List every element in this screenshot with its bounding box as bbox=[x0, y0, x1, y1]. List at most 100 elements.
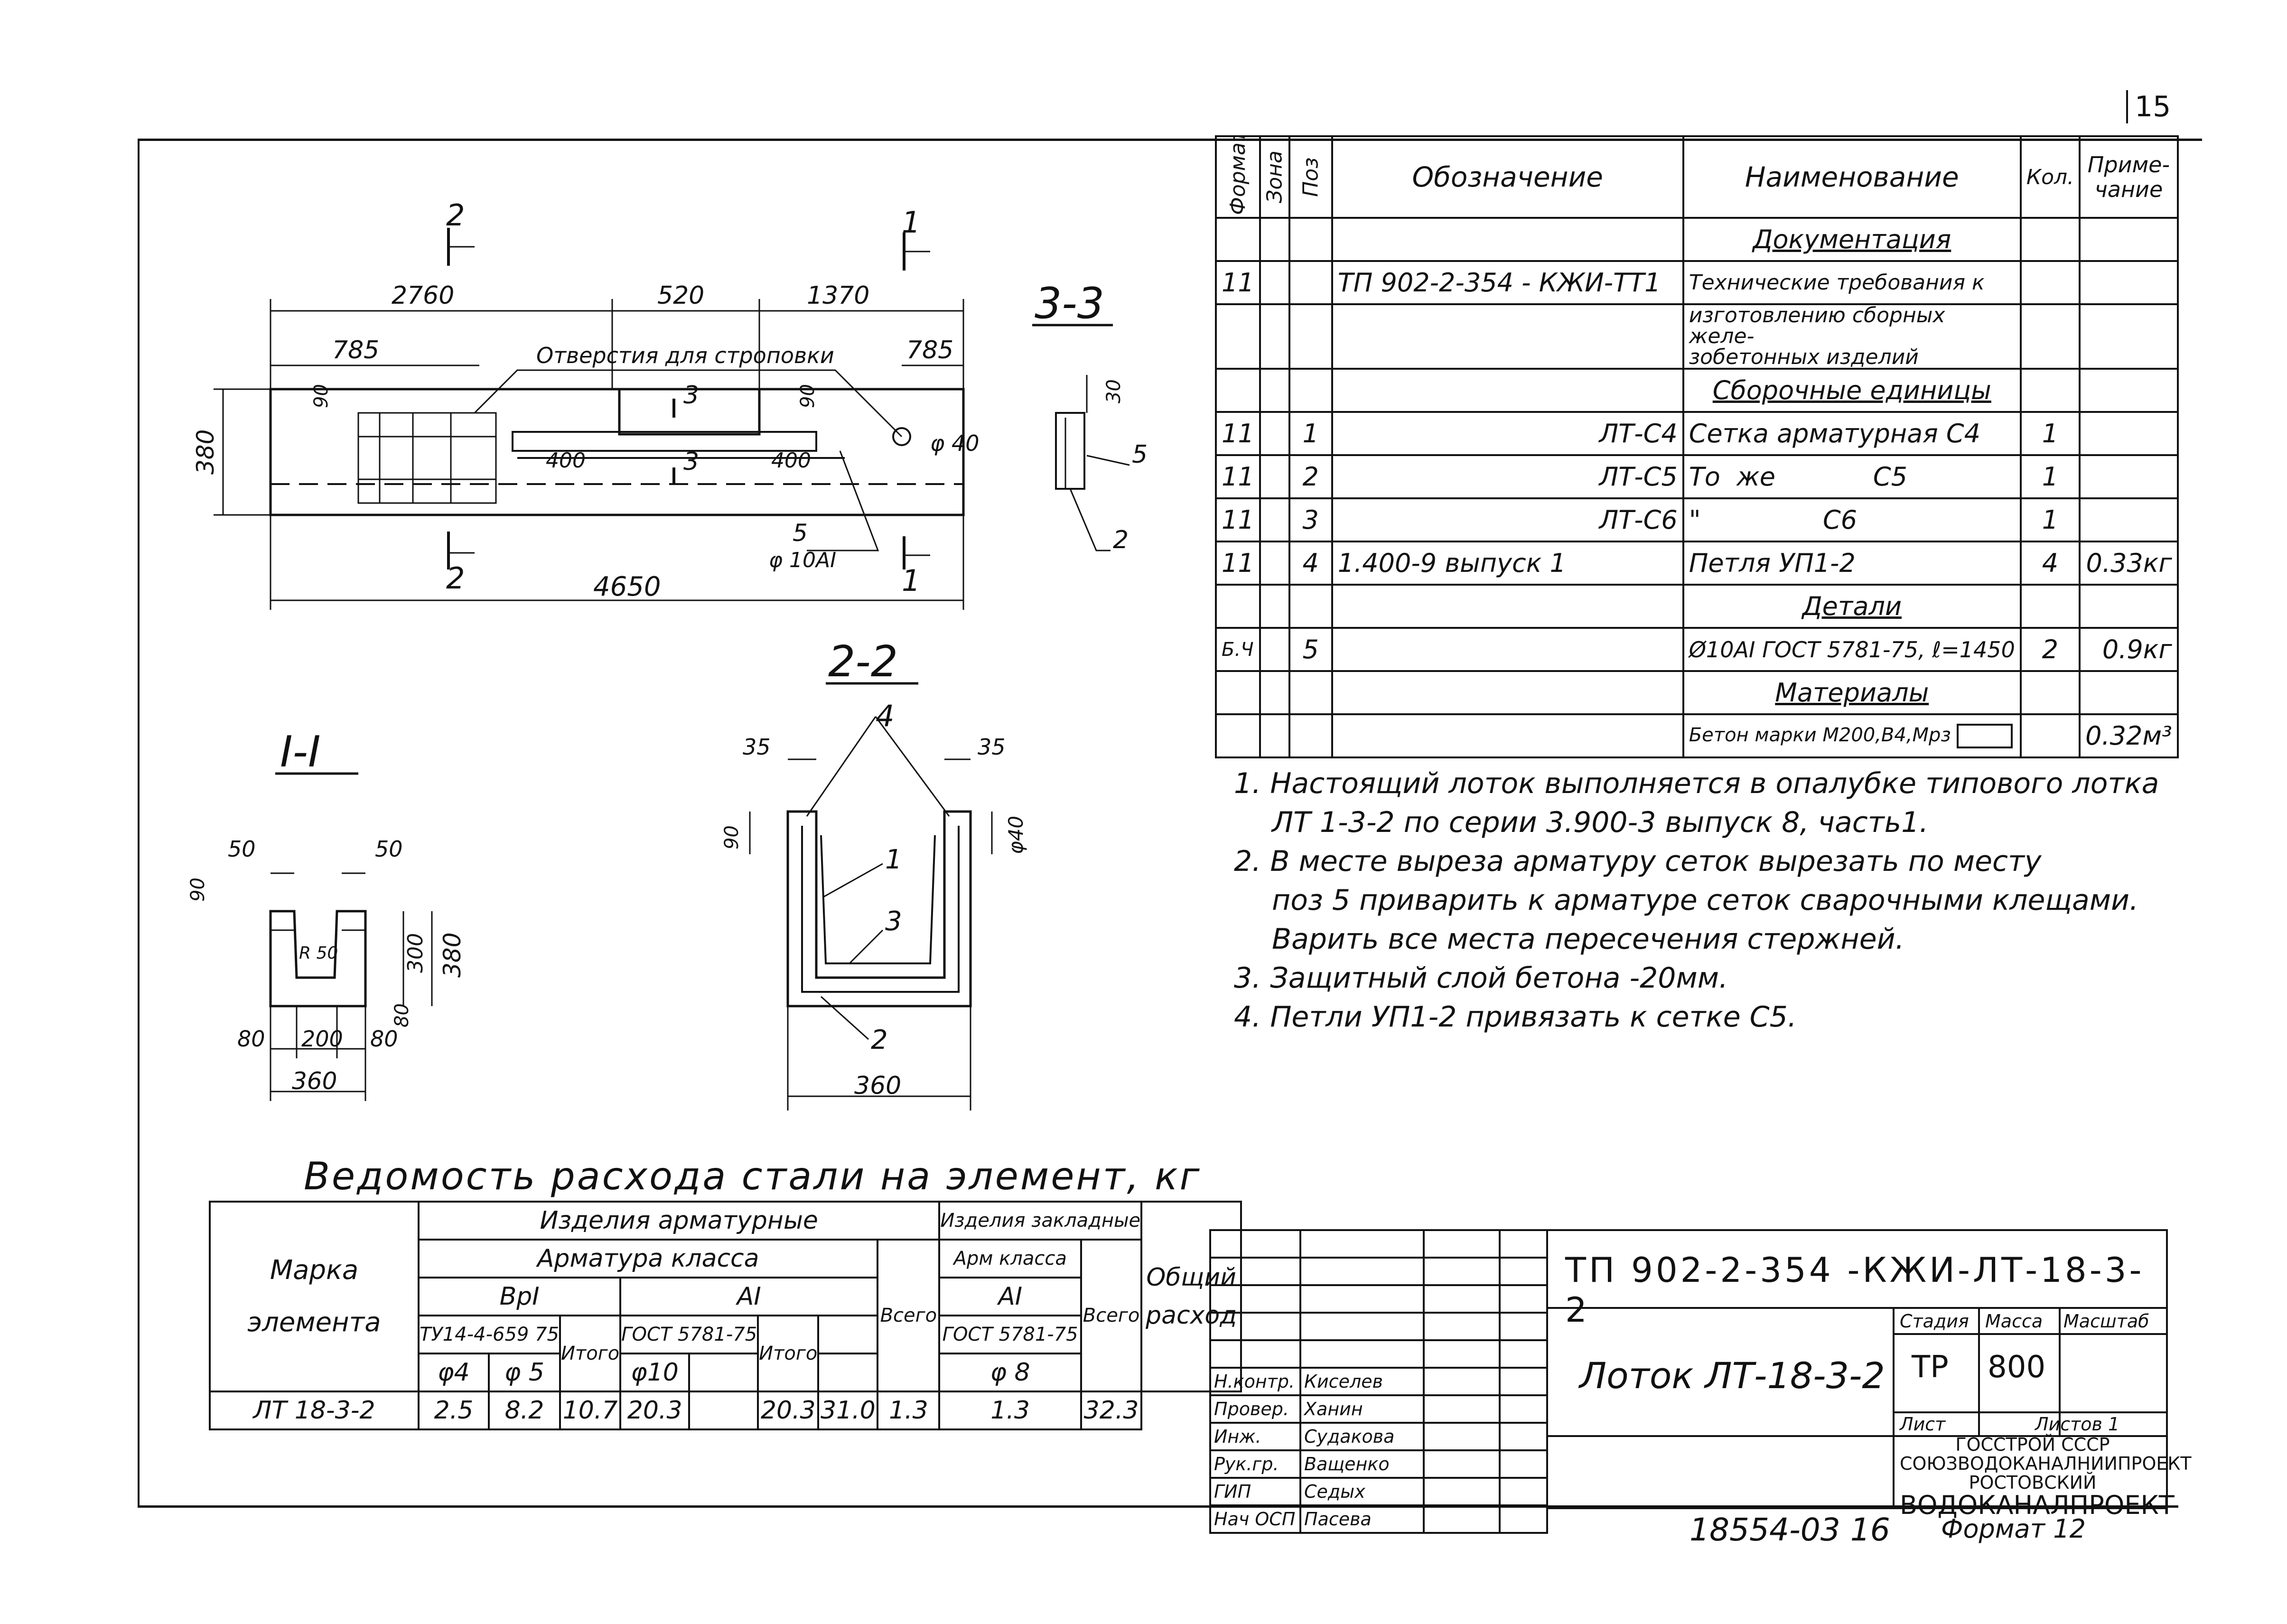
steel-table-title: Ведомость расхода стали на элемент, кг bbox=[304, 1154, 1202, 1198]
note-1-cont: ЛТ 1-3-2 по серии 3.900-3 выпуск 8, част… bbox=[1272, 806, 1929, 839]
section-1-1-title: I-I bbox=[280, 727, 321, 777]
section-materials: Материалы bbox=[1682, 670, 2022, 715]
header-designation: Обозначение bbox=[1331, 135, 1684, 219]
rebar-class: Арматура класса bbox=[417, 1239, 879, 1279]
gost-emb: ГОСТ 5781-75 bbox=[938, 1315, 1082, 1354]
class-bp1: ВрI bbox=[417, 1277, 622, 1316]
group-embedded: Изделия закладные bbox=[938, 1201, 1143, 1241]
pos-3: 3 bbox=[885, 906, 902, 937]
pos-4: 4 bbox=[876, 699, 894, 733]
itogo-2: Итого bbox=[757, 1315, 820, 1392]
dim-4650: 4650 bbox=[593, 571, 661, 602]
pos-2: 2 bbox=[871, 1025, 888, 1055]
name-rukgr: Ващенко bbox=[1299, 1449, 1425, 1479]
row1-name: Сетка арматурная С4 bbox=[1682, 411, 2022, 456]
gost-a1: ГОСТ 5781-75 bbox=[619, 1315, 759, 1354]
detail-qty: 2 bbox=[2019, 627, 2081, 672]
role-nkontr: Н.контр. bbox=[1209, 1367, 1301, 1396]
name-gip: Седых bbox=[1299, 1477, 1425, 1506]
dim-80-right: 80 bbox=[370, 1026, 398, 1052]
row1-qty: 1 bbox=[2019, 411, 2081, 456]
header-pos: Поз bbox=[1289, 136, 1332, 218]
dim-90-22: 90 bbox=[721, 825, 743, 849]
rebar-spec: φ 10АI bbox=[769, 548, 836, 572]
role-nachosp: Нач ОСП bbox=[1209, 1504, 1301, 1534]
pos-5-33: 5 bbox=[1132, 440, 1148, 469]
header-name: Наименование bbox=[1682, 135, 2022, 219]
detail-note: 0.9кг bbox=[2079, 627, 2179, 672]
tu-code: ТУ14-4-659 75 bbox=[418, 1315, 561, 1354]
drawings: 2 2 1 1 2760 520 1370 785 785 Отверстия … bbox=[187, 198, 1148, 1111]
section-mark-1-bottom: 1 bbox=[902, 563, 920, 598]
dim-50-left: 50 bbox=[228, 836, 256, 862]
section-assembly: Сборочные единицы bbox=[1682, 368, 2022, 413]
row3-pos: 3 bbox=[1288, 497, 1333, 542]
name-nkontr: Киселев bbox=[1299, 1367, 1425, 1396]
stage-label: Стадия bbox=[1900, 1311, 1969, 1332]
dim-360-22: 360 bbox=[854, 1072, 901, 1100]
dim-520: 520 bbox=[657, 281, 704, 310]
frame-left-line bbox=[138, 139, 140, 1505]
vsego-2: Всего bbox=[1080, 1239, 1143, 1392]
role-prover: Провер. bbox=[1209, 1394, 1301, 1424]
rebar-pos-5: 5 bbox=[793, 519, 808, 547]
row4-qty: 4 bbox=[2019, 541, 2081, 586]
section-mark-2-bottom: 2 bbox=[446, 561, 465, 596]
dim-hole-d40: φ 40 bbox=[930, 430, 980, 456]
dim-300: 300 bbox=[403, 933, 428, 973]
scale-label: Масштаб bbox=[2063, 1311, 2149, 1332]
name-prover: Ханин bbox=[1299, 1394, 1425, 1424]
row2-pos: 2 bbox=[1288, 454, 1333, 499]
row2-name: То же С5 bbox=[1682, 454, 2022, 499]
name-inzh: Судакова bbox=[1299, 1422, 1425, 1451]
role-gip: ГИП bbox=[1209, 1477, 1301, 1506]
detail-format: Б.Ч bbox=[1215, 627, 1261, 672]
val-total: 32.3 bbox=[1080, 1391, 1143, 1430]
section-docs: Документация bbox=[1682, 217, 2022, 262]
note-2: 2. В месте выреза арматуру сеток вырезат… bbox=[1234, 845, 2042, 878]
mass-label: Масса bbox=[1985, 1311, 2043, 1332]
dim-400-right: 400 bbox=[771, 448, 811, 473]
material-note: 0.32м³ bbox=[2079, 713, 2179, 758]
val-vsego2: 1.3 bbox=[938, 1391, 1082, 1430]
group-rebar: Изделия арматурные bbox=[417, 1201, 941, 1241]
arm-class: Арм класса bbox=[938, 1239, 1082, 1279]
doc-name-2: изготовлению сборных желе-зобетонных изд… bbox=[1682, 303, 2022, 370]
row1-pos: 1 bbox=[1288, 411, 1333, 456]
pos-2-33: 2 bbox=[1113, 526, 1129, 554]
itogo-1: Итого bbox=[559, 1315, 622, 1392]
val-d10: 20.3 bbox=[619, 1391, 691, 1430]
note-2-cont2: Варить все места пересечения стержней. bbox=[1272, 923, 1904, 956]
dim-200: 200 bbox=[301, 1026, 343, 1052]
doc-designation: ТП 902-2-354 - КЖИ-ТТ1 bbox=[1331, 260, 1684, 305]
row3-format: 11 bbox=[1215, 497, 1261, 542]
document-code: ТП 902-2-354 -КЖИ-ЛТ-18-3-2 bbox=[1565, 1250, 2145, 1330]
section-mark-2-top: 2 bbox=[446, 198, 465, 233]
inventory-number: 18554-03 16 bbox=[1690, 1512, 1890, 1548]
note-1: 1. Настоящий лоток выполняется в опалубк… bbox=[1234, 767, 2159, 800]
val-d8: 1.3 bbox=[877, 1391, 941, 1430]
dim-90-11: 90 bbox=[187, 877, 209, 902]
detail-name: Ø10АI ГОСТ 5781-75, ℓ=1450 bbox=[1682, 627, 2022, 672]
sheet-number: 15 bbox=[2126, 90, 2171, 123]
d4-head: φ4 bbox=[418, 1353, 490, 1392]
d10-head: φ10 bbox=[619, 1353, 691, 1392]
row3-designation: ЛТ-С6 bbox=[1331, 497, 1684, 542]
section-3-3-title: 3-3 bbox=[1035, 279, 1104, 328]
holes-note: Отверстия для строповки bbox=[536, 343, 834, 368]
title-main: ТП 902-2-354 -КЖИ-ЛТ-18-3-2 Лоток ЛТ-18-… bbox=[1546, 1229, 2192, 1519]
section-3-top: 3 bbox=[683, 381, 699, 410]
row4-designation: 1.400-9 выпуск 1 bbox=[1331, 541, 1684, 586]
signature-grid: Н.контр.Киселев Провер.Ханин Инж.Судаков… bbox=[1209, 1229, 1548, 1534]
name-nachosp: Пасева bbox=[1299, 1504, 1425, 1534]
dim-2760: 2760 bbox=[392, 281, 454, 310]
val-itogo1: 10.7 bbox=[559, 1391, 622, 1430]
val-itogo2: 20.3 bbox=[757, 1391, 820, 1430]
organization: ГОССТРОЙ СССР СОЮЗВОДОКАНАЛНИИПРОЕКТ РОС… bbox=[1900, 1434, 2192, 1520]
dim-90-right: 90 bbox=[797, 384, 819, 408]
dim-80-vert: 80 bbox=[391, 1003, 413, 1027]
section-details: Детали bbox=[1682, 584, 2022, 629]
dim-50-right: 50 bbox=[375, 836, 403, 862]
